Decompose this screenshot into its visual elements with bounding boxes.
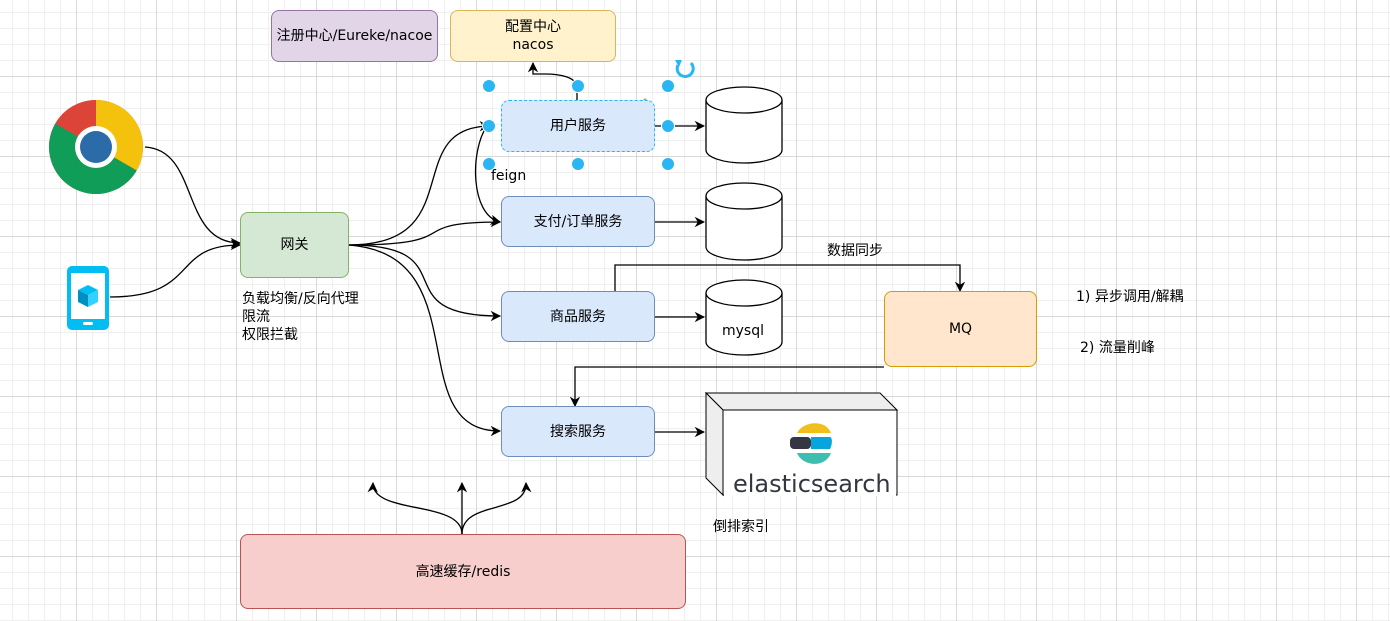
selection-handle[interactable] xyxy=(661,79,675,93)
selection-handle[interactable] xyxy=(661,119,675,133)
gateway-note-auth: 权限拦截 xyxy=(242,327,298,343)
edge-gateway-pay xyxy=(348,216,502,246)
database-icon xyxy=(705,182,783,261)
mq-label: MQ xyxy=(948,321,973,337)
edge-gateway-goods xyxy=(348,244,502,322)
edge-phone-gateway xyxy=(109,239,242,298)
edge-gateway-search xyxy=(348,244,502,437)
mq-use-async-label: 1) 异步调用/解耦 xyxy=(1076,289,1184,305)
edge-gateway-user xyxy=(348,121,491,246)
inverted-index-label: 倒排索引 xyxy=(713,519,769,535)
selection-handle[interactable] xyxy=(571,79,585,93)
edge-goods-mq-sync xyxy=(614,264,966,293)
selection-handle[interactable] xyxy=(571,157,585,171)
database-icon xyxy=(705,86,783,164)
mobile-phone-icon xyxy=(67,266,109,330)
mysql-label: mysql xyxy=(722,323,764,339)
database-icon xyxy=(705,279,783,356)
edge-chrome-gateway xyxy=(144,146,242,249)
registry-node[interactable]: 注册中心/Eureke/nacoe xyxy=(271,10,438,62)
mq-node[interactable]: MQ xyxy=(884,291,1037,367)
pay-service-label: 支付/订单服务 xyxy=(533,213,623,230)
user-service-node[interactable]: 用户服务 xyxy=(501,100,655,152)
feign-label: feign xyxy=(491,168,527,184)
search-service-label: 搜索服务 xyxy=(550,423,606,440)
data-sync-label: 数据同步 xyxy=(827,243,883,259)
selection-handle[interactable] xyxy=(661,157,675,171)
search-service-node[interactable]: 搜索服务 xyxy=(501,406,655,457)
elasticsearch-wordmark: elasticsearch xyxy=(733,470,891,498)
registry-label: 注册中心/Eureke/nacoe xyxy=(276,28,433,44)
user-service-label: 用户服务 xyxy=(550,118,606,134)
gateway-note-load-balance: 负载均衡/反向代理 xyxy=(242,291,359,307)
edge-cache-up-left xyxy=(367,481,463,535)
mq-use-peak-label: 2) 流量削峰 xyxy=(1080,340,1155,356)
elasticsearch-logo-icon xyxy=(704,391,899,497)
gateway-note-rate-limit: 限流 xyxy=(242,309,270,325)
gateway-node[interactable]: 网关 xyxy=(240,212,349,278)
edge-cache-up-right xyxy=(461,481,532,535)
chrome-icon xyxy=(49,100,143,194)
pay-service-node[interactable]: 支付/订单服务 xyxy=(501,196,655,247)
selection-handle[interactable] xyxy=(482,119,496,133)
edge-feign xyxy=(474,125,502,225)
cache-node[interactable]: 高速缓存/redis xyxy=(240,534,686,609)
selection-handle[interactable] xyxy=(482,157,496,171)
config-center-subtitle: nacos xyxy=(512,37,554,53)
cache-label: 高速缓存/redis xyxy=(415,563,511,580)
edge-user-config xyxy=(527,61,578,100)
selection-handle[interactable] xyxy=(482,79,496,93)
edge-mq-search xyxy=(569,366,884,408)
goods-service-node[interactable]: 商品服务 xyxy=(501,291,655,342)
goods-service-label: 商品服务 xyxy=(550,308,606,325)
gateway-label: 网关 xyxy=(280,237,309,253)
rotate-icon[interactable] xyxy=(675,60,695,78)
config-center-title: 配置中心 xyxy=(505,19,561,35)
config-center-node[interactable]: 配置中心 nacos xyxy=(450,10,616,62)
